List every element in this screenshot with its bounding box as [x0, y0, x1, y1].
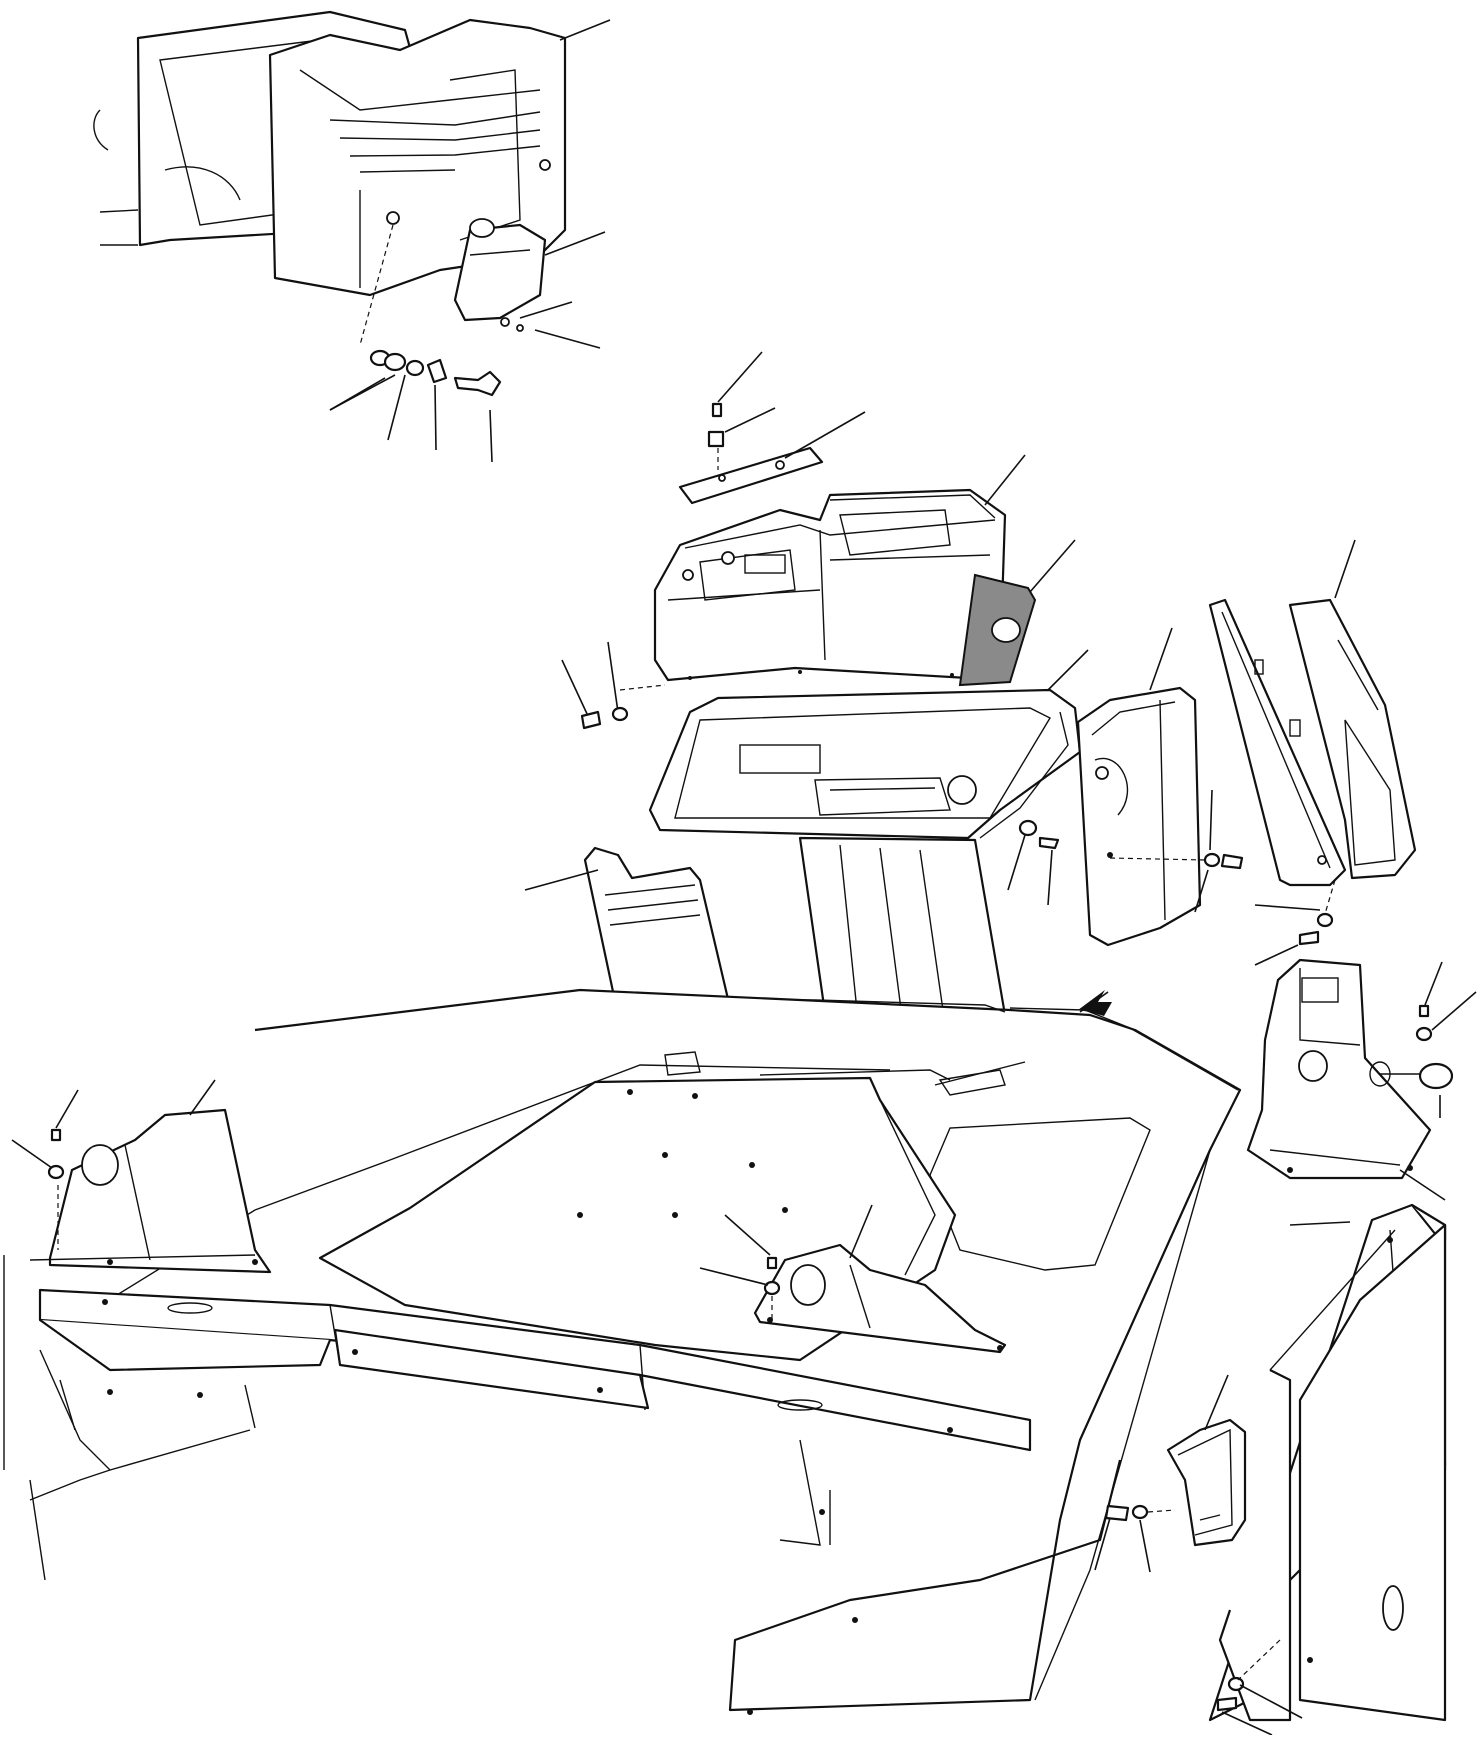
latch-hardware-set [369, 317, 524, 397]
side-cover-screws [1109, 789, 1244, 913]
floor-lower-frame [29, 1349, 858, 1715]
pillar-screws [1094, 1504, 1303, 1736]
floor-front-rail [38, 1288, 1032, 1452]
rail-screws [1254, 879, 1336, 966]
access-cover-small [453, 218, 547, 322]
left-edge-detail [3, 1254, 256, 1470]
center-pivot-bracket [699, 1204, 1007, 1354]
column-housing [1246, 958, 1454, 1180]
housing-screws [1399, 961, 1477, 1201]
cab-floor-plate [59, 988, 1242, 1712]
side-rail-bracket [1208, 598, 1347, 887]
small-cover-plate [678, 351, 866, 505]
console-screws-left [580, 706, 629, 730]
instrument-console-upper [653, 488, 1007, 682]
dash-screws-center [1007, 819, 1060, 906]
leader-lines-top-left [329, 19, 611, 463]
leader-lines-console [561, 454, 1089, 717]
view-direction-arrow [1078, 990, 1112, 1016]
left-pivot-bracket [11, 1079, 272, 1274]
console-gasket [958, 573, 1037, 687]
grab-handle [1166, 1374, 1247, 1547]
side-rail-cover [1288, 539, 1417, 880]
pillar-rear-panel [1298, 1223, 1447, 1722]
dash-panel-lower [648, 688, 1082, 840]
side-cover-box [1076, 627, 1202, 947]
